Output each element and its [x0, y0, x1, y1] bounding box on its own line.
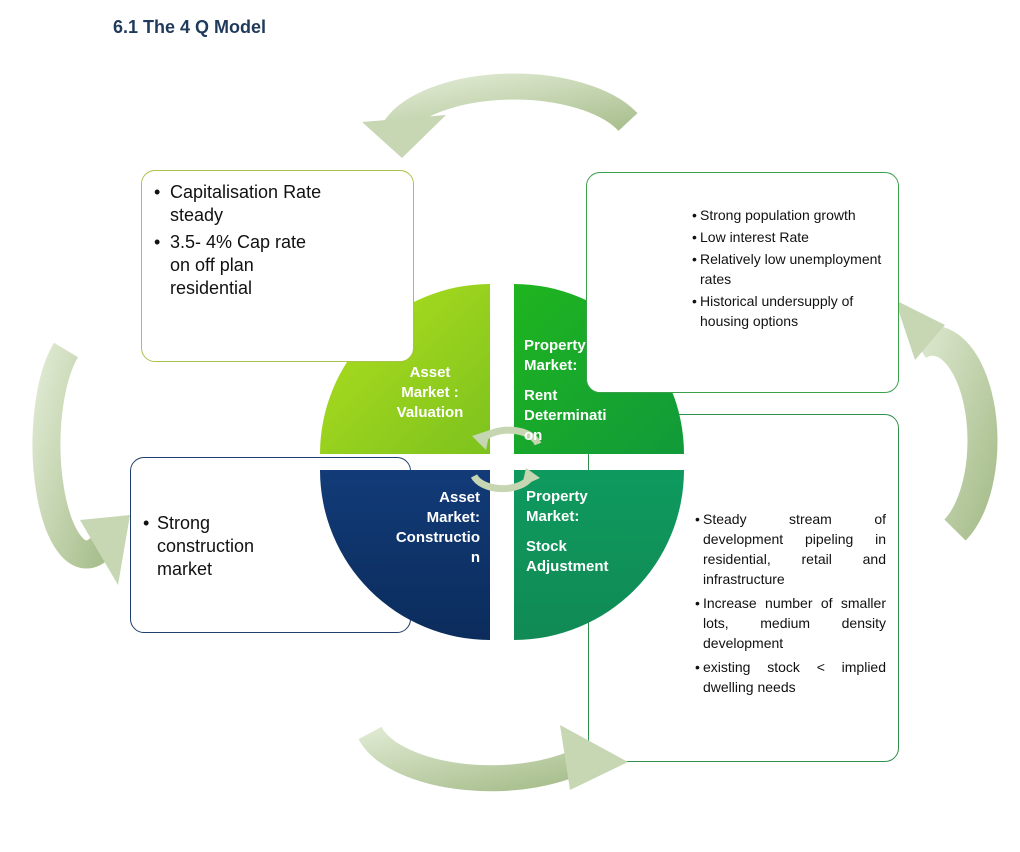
stock-adjustment-label: Property Market: Stock Adjustment	[526, 487, 636, 577]
rent-determination-label: Property Market: Rent Determinati on	[524, 336, 624, 446]
quadrant-asset-valuation	[320, 284, 490, 454]
cycle-arrow-left	[32, 342, 130, 585]
bullet-glyph: •	[692, 207, 697, 223]
rent-notes-box: • Strong population growth • Low interes…	[586, 172, 899, 393]
label-line: Market:	[524, 357, 578, 374]
list-item: • Capitalisation Rate steady	[154, 181, 324, 227]
list-item: • Strong population growth	[692, 205, 884, 225]
list-item-text: Strong population growth	[700, 207, 856, 223]
center-cycle-arrows	[470, 426, 542, 493]
list-item-text: Low interest Rate	[700, 229, 809, 245]
list-item: • 3.5- 4% Cap rate on off plan residenti…	[154, 231, 324, 300]
quadrant-stock-adjustment	[514, 470, 684, 640]
list-item-text: Relatively low unemployment rates	[700, 251, 882, 287]
label-line: Market:	[526, 508, 580, 525]
valuation-notes-box: • Capitalisation Rate steady • 3.5- 4% C…	[141, 170, 414, 362]
label-line: Asset	[409, 364, 451, 381]
list-item: • Low interest Rate	[692, 227, 884, 247]
bullet-glyph: •	[692, 293, 697, 309]
asset-valuation-label: Asset Market : Valuation	[385, 363, 475, 423]
section-title: 6.1 The 4 Q Model	[113, 17, 267, 37]
list-item: • Relatively low unemployment rates	[692, 249, 884, 289]
label-line: Valuation	[396, 404, 464, 421]
list-item: • Historical undersupply of housing opti…	[692, 291, 884, 331]
cycle-arrow-top	[362, 73, 638, 158]
bullet-glyph: •	[692, 251, 697, 267]
list-item-text: 3.5- 4% Cap rate on off plan residential	[170, 232, 307, 298]
label-line: Rent	[524, 387, 558, 404]
label-line: Adjustment	[526, 558, 609, 575]
label-line: Market:	[426, 509, 480, 526]
asset-construction-label: Asset Market: Constructio n	[380, 488, 480, 568]
label-line: Constructio	[395, 529, 480, 546]
label-line: Stock	[526, 538, 567, 555]
bullet-glyph: •	[154, 232, 161, 252]
label-line: Determinati	[524, 407, 607, 424]
label-line: Property	[526, 488, 588, 505]
bullet-glyph: •	[154, 182, 161, 202]
list-item-text: Capitalisation Rate steady	[170, 182, 322, 225]
label-line: on	[524, 427, 543, 444]
label-line: Market :	[401, 384, 459, 401]
list-item-text: Historical undersupply of housing option…	[700, 293, 854, 329]
label-line: n	[470, 549, 480, 566]
label-line: Property	[524, 337, 586, 354]
label-line: Asset	[439, 489, 480, 506]
cycle-arrow-bottom	[358, 725, 628, 792]
bullet-glyph: •	[692, 229, 697, 245]
cycle-arrow-right	[895, 300, 998, 541]
quadrant-asset-construction	[320, 470, 490, 640]
